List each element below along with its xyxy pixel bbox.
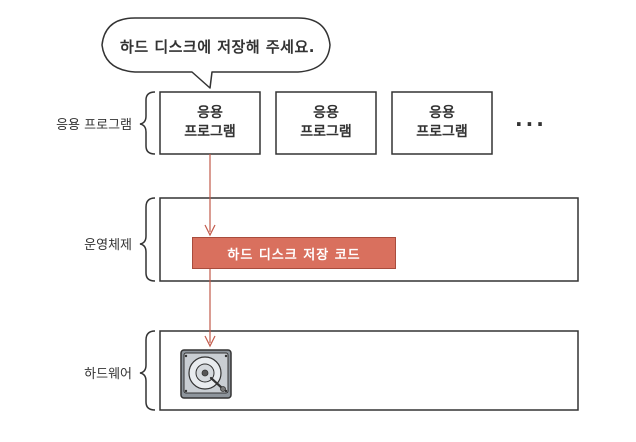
brace-hardware (139, 330, 156, 411)
layer-label-application: 응용 프로그램 (56, 118, 132, 133)
app-label-3: 응용 프로그램 (416, 105, 468, 140)
app-label-1: 응용 프로그램 (184, 105, 236, 140)
app-label-2: 응용 프로그램 (300, 105, 352, 140)
disk-write-code-label: 하드 디스크 저장 코드 (227, 247, 361, 263)
hard-disk-icon (180, 349, 232, 399)
layer-label-os: 운영체제 (84, 238, 132, 253)
app-box-3 (391, 91, 493, 155)
speech-bubble-text: 하드 디스크에 저장해 주세요. (120, 38, 315, 56)
arrowhead-os-to-hardware (204, 335, 216, 348)
layer-label-hardware: 하드웨어 (84, 367, 132, 382)
brace-os (139, 197, 156, 282)
more-apps-ellipsis: ··· (515, 112, 547, 136)
app-box-1 (159, 91, 261, 155)
arrowhead-app-to-os (204, 224, 216, 237)
brace-application (139, 91, 156, 155)
disk-write-code-box: 하드 디스크 저장 코드 (192, 237, 396, 269)
app-box-2 (275, 91, 377, 155)
speech-bubble (101, 17, 331, 89)
